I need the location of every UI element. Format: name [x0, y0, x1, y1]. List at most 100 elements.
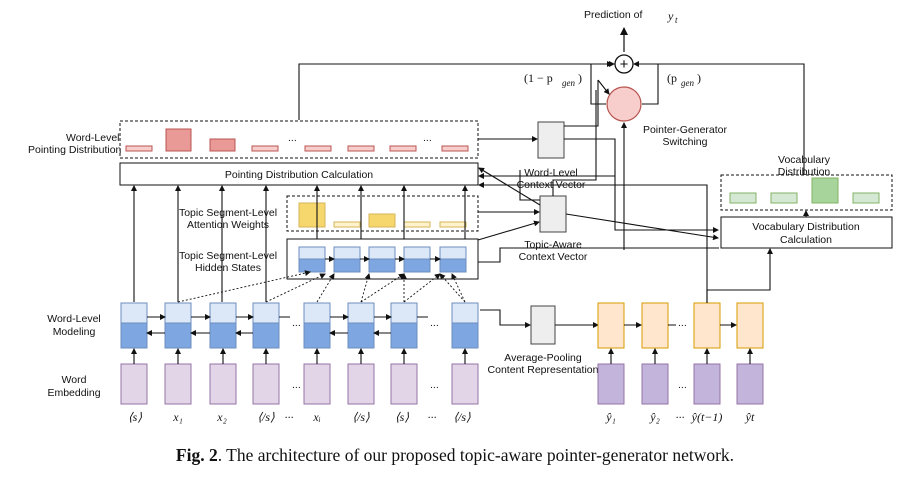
decoder-embedding-cell-3 — [693, 363, 721, 405]
vocab-bar-2 — [770, 192, 798, 204]
decoder-cells — [597, 302, 764, 405]
vocab-to-plus-wire — [658, 63, 805, 175]
topic-attn-label-1: Topic Segment-Level — [179, 207, 277, 219]
encoder-ellipsis-2: ... — [430, 317, 439, 329]
topicctx-to-switch-wire — [552, 90, 597, 196]
wl-pointing-label-2: Pointing Distribution — [28, 144, 122, 156]
decoder-cell-2 — [641, 302, 669, 349]
attn-bar-3 — [368, 213, 396, 228]
topic-aware-context-vector — [539, 195, 567, 233]
encoder-cell-bottom-8 — [451, 322, 479, 349]
segment-cell-top-1 — [298, 246, 326, 260]
pg-switch-label-1: Pointer-Generator — [643, 124, 728, 136]
pointing-bar-7 — [389, 145, 417, 152]
wl-modeling-label-1: Word-Level — [47, 313, 101, 325]
encoder-to-pointing-arrows — [131, 185, 468, 302]
word-emb-label-2: Embedding — [47, 387, 100, 399]
pgen-open: (p — [667, 71, 677, 85]
encoder-token-7: ⟨/s⟩ — [352, 410, 370, 424]
encoder-cell-bottom-1 — [120, 322, 148, 349]
encoder-cell-bottom-2 — [164, 322, 192, 349]
wlctx-to-switch-wire — [564, 80, 599, 127]
vocab-bar-4 — [852, 192, 880, 204]
segment-cell-bottom-5 — [439, 258, 467, 273]
word-level-context-vector — [537, 121, 565, 159]
decoder-embed-ellipsis: ... — [678, 379, 687, 391]
encoder-links — [146, 270, 466, 336]
encoder-token-3: x₂ — [216, 410, 227, 424]
embedding-cell-5 — [303, 363, 331, 405]
decoder-embedding-cell-2 — [641, 363, 669, 405]
vocab-calc-label-2: Calculation — [780, 234, 832, 246]
topic-ctx-label-1: Topic-Aware — [524, 239, 582, 251]
avg-pool-label-1: Average-Pooling — [504, 352, 582, 364]
embedding-cell-3 — [209, 363, 237, 405]
segment-cell-top-4 — [403, 246, 431, 260]
topic-attn-label-2: Attention Weights — [187, 219, 269, 231]
embedding-cells — [120, 348, 479, 405]
avg-pool-label-2: Content Representation — [488, 364, 599, 376]
encoder-token-6: xᵢ — [312, 410, 320, 424]
wl-pointing-label-1: Word-Level — [66, 132, 120, 144]
one-minus-pgen-label: (1 − p gen ) — [524, 71, 582, 88]
wl-context-label-1: Word-Level — [524, 167, 578, 179]
pointing-to-topicctx-wire — [519, 170, 540, 201]
dotted-segment-arrow-4 — [360, 273, 405, 303]
attn-bar-4 — [403, 221, 431, 228]
pg-switch-label-2: Switching — [663, 136, 708, 148]
prediction-sub: t — [675, 15, 678, 25]
vocab-dist-bars — [729, 177, 880, 204]
pointing-bar-8 — [441, 145, 469, 152]
decoder-embedding-cell-4 — [736, 363, 764, 405]
vocab-bar-3 — [811, 177, 839, 204]
dotted-segment-arrow-long — [177, 270, 311, 303]
pointing-calc-label: Pointing Distribution Calculation — [225, 169, 373, 181]
decoder-ellipsis: ... — [678, 317, 687, 329]
embedding-cell-7 — [390, 363, 418, 405]
pointing-bar-5 — [304, 145, 332, 152]
encoder-cell-bottom-5 — [303, 322, 331, 349]
topic-hidden-label-2: Hidden States — [195, 262, 261, 274]
plus-sign: + — [620, 56, 629, 73]
pointing-bar-1 — [125, 145, 153, 152]
topic-attn-box — [286, 195, 479, 232]
average-pooling-node — [530, 305, 556, 345]
figure-caption: Fig. 2. The architecture of our proposed… — [176, 445, 734, 465]
vocab-calc-label-1: Vocabulary Distribution — [752, 221, 860, 233]
segment-cell-top-2 — [333, 246, 361, 260]
encoder-cell-top-2 — [164, 302, 192, 324]
pgen-label: (p gen ) — [667, 71, 701, 88]
encoder-to-avgpool-arrow — [480, 309, 531, 328]
attn-bar-2 — [333, 221, 361, 228]
topic-hidden-cells — [298, 246, 467, 273]
pointing-dist-bars: ... ... — [125, 128, 469, 152]
encoder-ellipsis-1: ... — [292, 317, 301, 329]
topic-hidden-label-1: Topic Segment-Level — [179, 250, 277, 262]
segment-cell-top-5 — [439, 246, 467, 260]
caption-text: . The architecture of our proposed topic… — [218, 445, 734, 465]
encoder-cell-top-8 — [451, 302, 479, 324]
embed-ellipsis-2: ... — [430, 379, 439, 391]
segment-cell-bottom-3 — [368, 258, 396, 273]
encoder-token-10: ⟨/s⟩ — [453, 410, 471, 424]
pointing-ellipsis-2: ... — [423, 132, 432, 144]
word-emb-label-1: Word — [62, 374, 87, 386]
caption-bold: Fig. 2 — [176, 445, 218, 465]
decoder-token-2: ŷ₂ — [649, 410, 660, 424]
pointing-to-plus-wire — [298, 61, 613, 120]
encoder-token-5: ··· — [285, 410, 294, 424]
attn-bar-1 — [298, 202, 326, 228]
segment-cell-bottom-1 — [298, 258, 326, 273]
encoder-cell-bottom-6 — [347, 322, 375, 349]
segment-cell-bottom-4 — [403, 258, 431, 273]
topic-ctx-label-2: Context Vector — [519, 251, 588, 263]
decoder-token-3: ··· — [676, 410, 685, 424]
embedding-cell-6 — [347, 363, 375, 405]
encoder-token-8: ⟨s⟩ — [395, 410, 409, 424]
encoder-cell-top-7 — [390, 302, 418, 324]
prediction-text: Prediction of — [584, 9, 642, 21]
decoder-to-pointing-arrow-1 — [478, 182, 708, 303]
hidden-to-vocab-wire — [478, 247, 719, 263]
